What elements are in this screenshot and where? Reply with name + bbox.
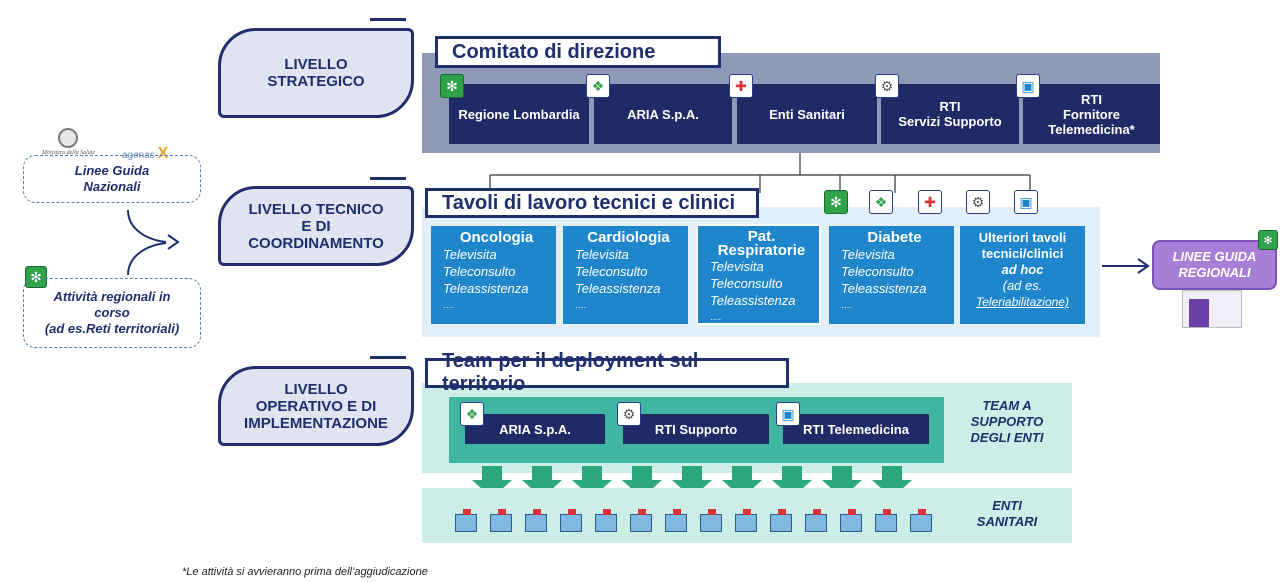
ministry-label: Ministero della Salute [42,150,96,156]
card-title: Oncologia [459,229,534,246]
team-box: RTI Telemedicina [783,414,929,444]
hospital-icon: ✚ [918,190,942,214]
card-item: …. [443,300,455,310]
regional-activities-label: Attività regionali in corso (ad es.Reti … [44,289,180,336]
card-title: Ulteriori tavoli tecnici/clinici [978,230,1067,261]
card-subtitle: ad hoc [1001,262,1044,277]
table-card-oncologia: Oncologia Televisita Teleconsulto Teleas… [431,226,556,324]
card-item: Televisita [841,247,895,262]
card-item: Teleassistenza [710,293,796,308]
technical-tab-cap [370,177,406,180]
card-item: Teleconsulto [710,276,783,291]
guidelines-arrow [1102,258,1150,274]
committee-member: RTI Fornitore Telemedicina* [1023,84,1160,144]
national-guidelines-label: Linee Guida Nazionali [74,163,150,194]
hospital-icon [840,509,862,532]
monitor-icon: ▣ [776,402,800,426]
regional-activities-box: Attività regionali in corso (ad es.Reti … [23,278,201,348]
regione-lombardia-icon: ✻ [824,190,848,214]
project-icon: ⚙ [875,74,899,98]
card-item: Televisita [575,247,629,262]
team-support-label: TEAM A SUPPORTO DEGLI ENTI [970,398,1044,445]
hospitals-row [455,509,945,534]
team-box: ARIA S.p.A. [465,414,605,444]
card-item: Teleconsulto [841,264,914,279]
regione-lombardia-icon: ✻ [1258,230,1278,250]
card-title: Diabete [867,229,922,246]
merge-arrow [127,209,180,275]
committee-member: ARIA S.p.A. [594,84,732,144]
monitor-icon: ▣ [1014,190,1038,214]
hospital-icon [735,509,757,532]
card-item: …. [841,300,853,310]
regional-guidelines-box: LINEE GUIDA REGIONALI [1152,240,1277,290]
project-icon: ⚙ [966,190,990,214]
card-title: Pat. Respiratorie [717,228,806,259]
operational-tab-cap [370,356,406,359]
card-item: Teleassistenza [443,281,529,296]
hospital-icon [770,509,792,532]
document-icon [1182,290,1242,328]
card-item: Teleassistenza [575,281,661,296]
table-card-ulteriori: Ulteriori tavoli tecnici/clinici ad hoc … [960,226,1085,324]
aria-icon: ❖ [869,190,893,214]
hospital-icon [665,509,687,532]
monitor-icon: ▣ [1016,74,1040,98]
table-card-respiratorie: Pat. Respiratorie Televisita Teleconsult… [696,224,821,325]
tables-title: Tavoli di lavoro tecnici e clinici [425,188,759,218]
hospital-icon [630,509,652,532]
committee-member: Regione Lombardia [449,84,589,144]
table-card-cardiologia: Cardiologia Televisita Teleconsulto Tele… [563,226,688,324]
regional-guidelines-label: LINEE GUIDA REGIONALI [1172,249,1257,280]
committee-title: Comitato di direzione [435,36,721,68]
card-item: …. [575,300,587,310]
enti-sanitari-label: ENTI SANITARI [976,498,1038,529]
hospital-icon [910,509,932,532]
agenas-x-icon: X [157,145,169,162]
hospital-icon [700,509,722,532]
book-icon [1189,299,1209,327]
aria-icon: ❖ [586,74,610,98]
card-note: Teleriabilitazione) [976,295,1069,309]
level-technical: LIVELLO TECNICO E DI COORDINAMENTO [218,186,414,266]
ministry-emblem-icon [58,128,78,148]
level-strategic: LIVELLO STRATEGICO [218,28,414,118]
card-item: Teleconsulto [443,264,516,279]
committee-member: RTI Servizi Supporto [881,84,1019,144]
hospital-icon [875,509,897,532]
deployment-title: Team per il deployment sul territorio [425,350,789,395]
hospital-icon: ✚ [729,74,753,98]
committee-member: Enti Sanitari [737,84,877,144]
level-operational: LIVELLO OPERATIVO E DI IMPLEMENTAZIONE [218,366,414,446]
hospital-icon [560,509,582,532]
card-item: Televisita [710,259,764,274]
project-icon: ⚙ [617,402,641,426]
team-box: RTI Supporto [623,414,769,444]
national-guidelines-box: Linee Guida Nazionali [23,155,201,203]
hospital-icon [595,509,617,532]
card-note: (ad es. [1002,278,1043,293]
regione-lombardia-icon: ✻ [440,74,464,98]
strategic-tab-cap [370,18,406,21]
aria-icon: ❖ [460,402,484,426]
table-card-diabete: Diabete Televisita Teleconsulto Teleassi… [829,226,954,324]
connector-lines [489,153,1031,193]
hospital-icon [525,509,547,532]
hospital-icon [490,509,512,532]
hospital-icon [455,509,477,532]
card-item: Televisita [443,247,497,262]
footnote: *Le attività si avvieranno prima dell’ag… [182,566,428,578]
card-item: …. [710,312,722,322]
card-title: Cardiologia [587,229,670,246]
hospital-icon [805,509,827,532]
card-item: Teleassistenza [841,281,927,296]
card-item: Teleconsulto [575,264,648,279]
